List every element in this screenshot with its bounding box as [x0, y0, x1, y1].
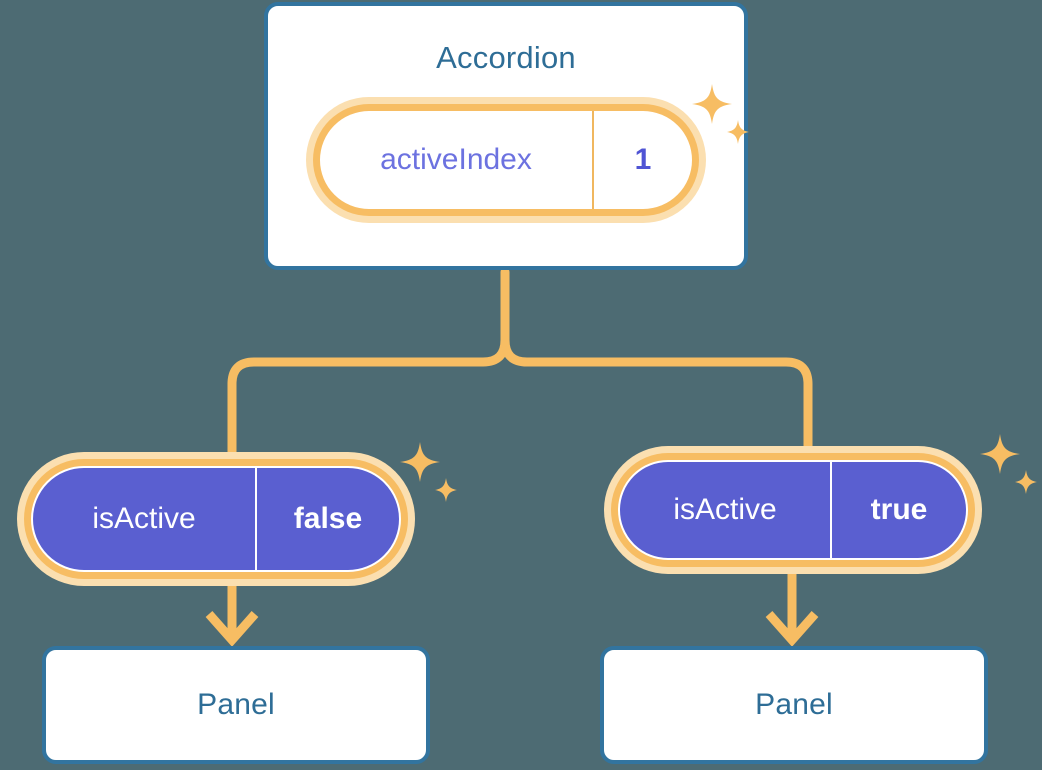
state-key: isActive: [92, 502, 196, 535]
arrow-down-icon-left: [205, 586, 259, 647]
sparkle-large-icon: [980, 434, 1020, 474]
state-pill-ring: isActive true: [611, 453, 975, 567]
state-pill-ring: activeIndex 1: [313, 104, 699, 216]
state-key: activeIndex: [380, 143, 532, 176]
state-pill-body: activeIndex 1: [320, 111, 692, 209]
connector-branch-left: [227, 335, 510, 457]
state-pill-isactive-false[interactable]: isActive false: [17, 452, 415, 586]
state-value: true: [830, 462, 966, 558]
component-card-panel-left[interactable]: Panel: [42, 646, 430, 764]
sparkle-small-icon: [435, 478, 457, 502]
state-pill-body: isActive false: [31, 466, 401, 572]
sparkles-icon: [980, 434, 1037, 494]
state-pill-ring: isActive false: [24, 459, 408, 579]
component-title: Panel: [197, 688, 275, 721]
state-value: false: [255, 468, 399, 570]
component-title: Accordion: [436, 40, 576, 75]
state-pill-body: isActive true: [618, 460, 968, 560]
state-pill-activeindex[interactable]: activeIndex 1: [306, 97, 706, 223]
arrow-down-icon-right: [765, 574, 819, 647]
state-key: isActive: [673, 493, 777, 526]
sparkle-large-icon: [400, 442, 440, 482]
connector-branch-right: [500, 335, 813, 451]
state-value: 1: [592, 111, 692, 209]
sparkle-small-icon: [1015, 470, 1037, 494]
state-pill-isactive-true[interactable]: isActive true: [604, 446, 982, 574]
component-card-panel-right[interactable]: Panel: [600, 646, 988, 764]
component-title: Panel: [755, 688, 833, 721]
